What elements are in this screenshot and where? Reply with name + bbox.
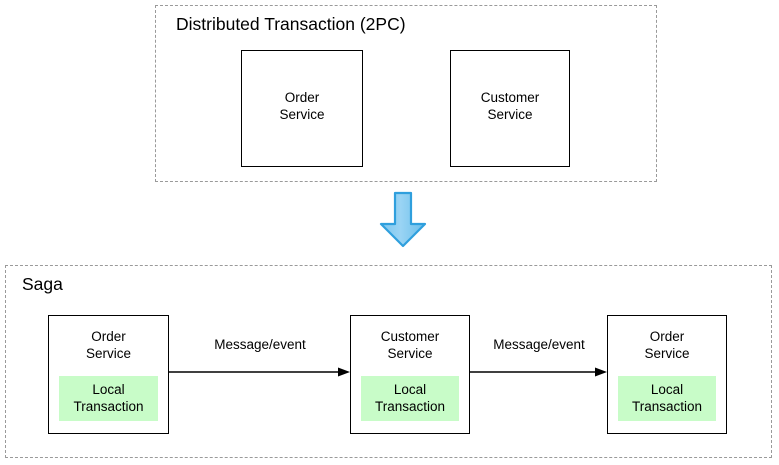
local-transaction-3: Local Transaction bbox=[618, 376, 716, 421]
group-distributed-transaction bbox=[155, 5, 657, 182]
flow-label-message-event-2: Message/event bbox=[493, 337, 585, 352]
box-2pc-order-service: Order Service bbox=[241, 50, 363, 167]
box-saga-customer-service: Customer Service Local Transaction bbox=[350, 315, 470, 434]
arrow-right-icon-1 bbox=[169, 366, 351, 378]
local-transaction-2: Local Transaction bbox=[361, 376, 459, 421]
box-2pc-customer-service-label: Customer Service bbox=[480, 90, 540, 122]
group-saga-title: Saga bbox=[22, 274, 63, 294]
box-saga-order-service-2: Order Service Local Transaction bbox=[607, 315, 727, 434]
box-saga-order-service-1: Order Service Local Transaction bbox=[48, 315, 169, 434]
group-saga bbox=[5, 265, 772, 458]
flow-label-message-event-1: Message/event bbox=[214, 337, 306, 352]
local-transaction-1: Local Transaction bbox=[59, 376, 158, 421]
arrow-right-icon-2 bbox=[470, 366, 608, 378]
box-saga-customer-service-label: Customer Service bbox=[380, 329, 440, 361]
box-2pc-order-service-label: Order Service bbox=[279, 90, 325, 122]
group-distributed-transaction-title: Distributed Transaction (2PC) bbox=[176, 14, 406, 34]
box-saga-order-service-1-label: Order Service bbox=[85, 329, 131, 361]
down-arrow-icon bbox=[373, 191, 433, 249]
box-saga-order-service-2-label: Order Service bbox=[644, 329, 690, 361]
box-2pc-customer-service: Customer Service bbox=[450, 50, 570, 167]
